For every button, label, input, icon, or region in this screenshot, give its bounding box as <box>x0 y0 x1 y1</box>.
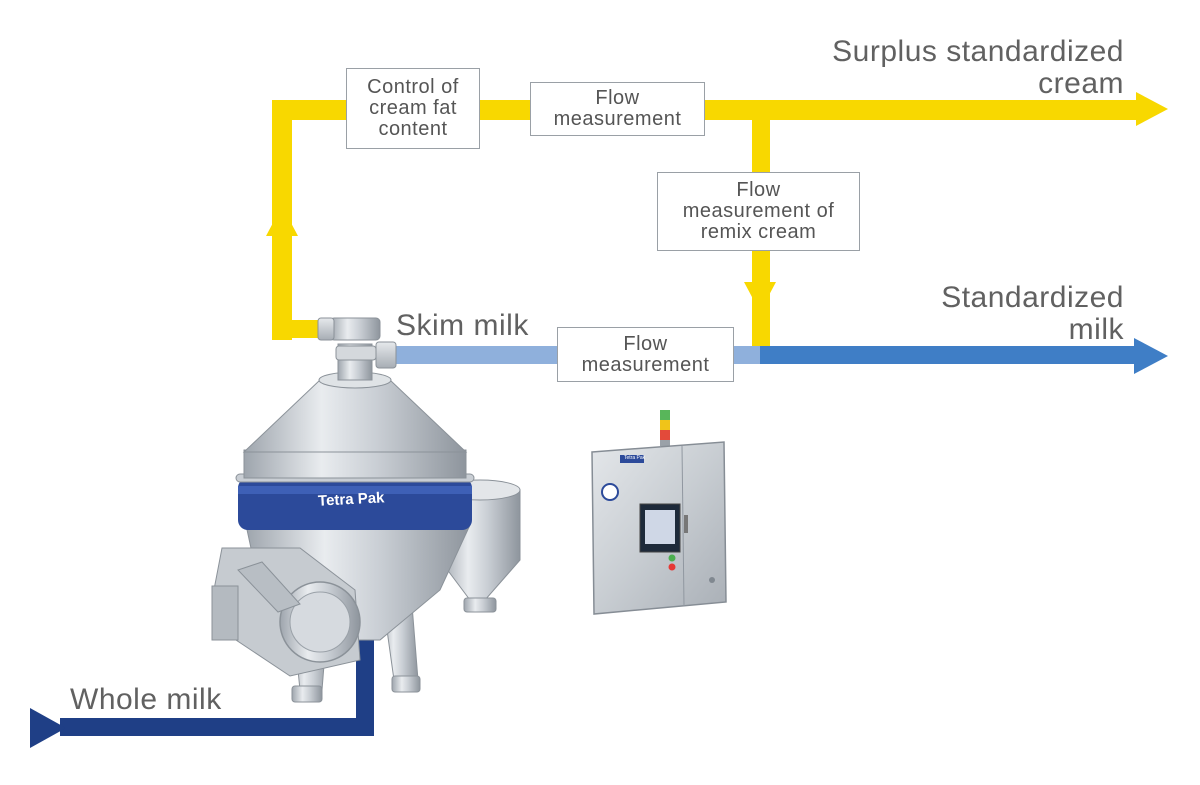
standardized-milk-line <box>760 346 1136 364</box>
separator <box>211 317 521 703</box>
flow-measurement-remix-line-3: remix cream <box>700 221 817 243</box>
flow-measurement-skim-box: Flow measurement <box>557 327 734 382</box>
flow-measurement-cream-line-2: measurement <box>553 108 682 130</box>
standardized-milk-label-line-1: Standardized <box>941 281 1124 314</box>
flow-measurement-remix-line-1: Flow <box>736 179 781 201</box>
control-cabinet <box>591 410 727 615</box>
whole-milk-line <box>60 640 374 736</box>
skim-milk-label: Skim milk <box>396 309 529 342</box>
standardized-out-arrow <box>1134 338 1168 374</box>
surplus-cream-label: Surplus standardized cream <box>764 36 1124 100</box>
flow-measurement-cream-box: Flow measurement <box>530 82 705 136</box>
surplus-cream-label-line-1: Surplus standardized <box>832 35 1124 68</box>
panel-brand-logo: Tetra Pak <box>624 455 646 461</box>
control-cream-fat-line-1: Control of <box>367 76 459 98</box>
surplus-cream-label-line-2: cream <box>1038 67 1124 100</box>
control-cream-fat-line-2: cream fat <box>369 97 457 119</box>
flow-measurement-skim-line-1: Flow <box>623 332 668 355</box>
standardized-milk-label: Standardized milk <box>864 282 1124 346</box>
cream-up-arrow <box>266 206 298 236</box>
flow-measurement-remix-box: Flow measurement of remix cream <box>657 172 860 251</box>
remix-down-arrow <box>744 282 776 312</box>
control-cream-fat-box: Control of cream fat content <box>346 68 480 149</box>
separator-brand-logo: Tetra Pak <box>317 489 385 510</box>
flow-measurement-remix-line-2: measurement of <box>682 200 835 222</box>
flow-measurement-skim-line-2: measurement <box>581 353 710 376</box>
control-cream-fat-line-3: content <box>378 118 448 140</box>
cream-out-arrow <box>1136 92 1168 126</box>
whole-milk-label: Whole milk <box>70 683 222 716</box>
standardized-milk-label-line-2: milk <box>1068 313 1124 346</box>
whole-milk-in-arrow <box>30 708 66 748</box>
flow-measurement-cream-line-1: Flow <box>595 87 640 109</box>
